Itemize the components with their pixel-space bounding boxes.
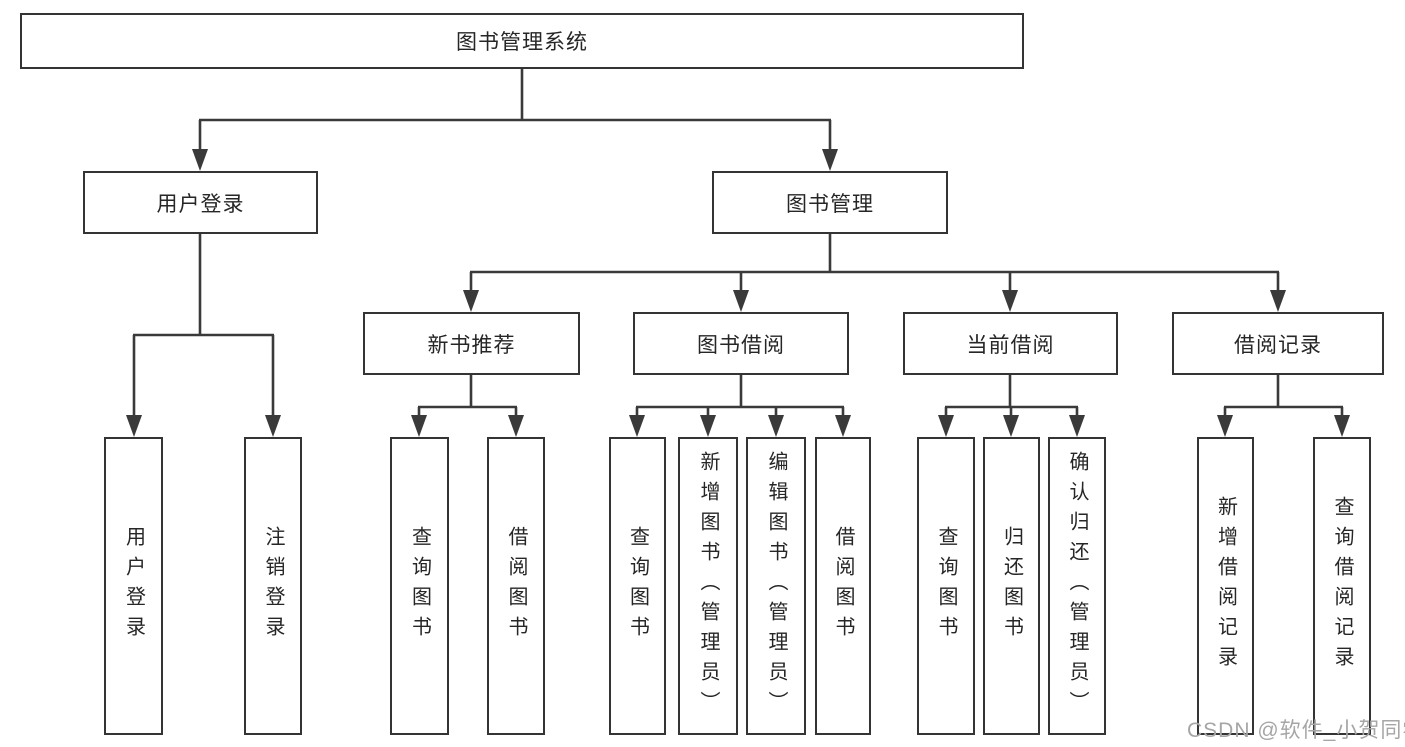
leaf-confirm-return-admin: 确认归还（管理员） <box>1048 437 1106 735</box>
node-current-borrow: 当前借阅 <box>903 312 1118 375</box>
leaf-logout-login: 注销登录 <box>244 437 302 735</box>
leaf-return-books-label: 归还图书 <box>1000 526 1023 646</box>
leaf-edit-books-admin-label: 编辑图书（管理员） <box>765 451 787 721</box>
leaf-query-books-recommend: 查询图书 <box>390 437 449 735</box>
leaf-edit-books-admin: 编辑图书（管理员） <box>746 437 806 735</box>
node-new-book-recommend: 新书推荐 <box>363 312 580 375</box>
node-user-login: 用户登录 <box>83 171 318 234</box>
node-user-login-label: 用户登录 <box>156 192 245 216</box>
csdn-watermark: CSDN @软件_小贺同学 <box>1187 719 1405 742</box>
node-book-borrow-label: 图书借阅 <box>697 333 785 357</box>
node-library-system-label: 图书管理系统 <box>456 31 588 54</box>
node-book-management-label: 图书管理 <box>786 192 874 216</box>
leaf-confirm-return-admin-label: 确认归还（管理员） <box>1066 451 1088 721</box>
leaf-user-login-label: 用户登录 <box>122 526 145 646</box>
leaf-query-borrow-record-label: 查询借阅记录 <box>1331 496 1353 676</box>
node-new-book-recommend-label: 新书推荐 <box>427 333 516 357</box>
leaf-borrow-books-recommend-label: 借阅图书 <box>505 526 527 646</box>
leaf-logout-login-label: 注销登录 <box>262 526 284 646</box>
leaf-add-borrow-record-label: 新增借阅记录 <box>1214 496 1237 676</box>
leaf-query-books-current-label: 查询图书 <box>935 526 957 646</box>
leaf-add-books-admin-label: 新增图书（管理员） <box>697 451 719 721</box>
leaf-query-books-borrow: 查询图书 <box>609 437 666 735</box>
leaf-borrow-books-recommend: 借阅图书 <box>487 437 545 735</box>
node-current-borrow-label: 当前借阅 <box>966 333 1055 357</box>
node-library-system: 图书管理系统 <box>20 13 1024 69</box>
leaf-borrow-books-label: 借阅图书 <box>832 526 854 646</box>
leaf-query-borrow-record: 查询借阅记录 <box>1313 437 1371 735</box>
leaf-borrow-books: 借阅图书 <box>815 437 871 735</box>
leaf-query-books-recommend-label: 查询图书 <box>408 526 431 646</box>
leaf-add-borrow-record: 新增借阅记录 <box>1197 437 1254 735</box>
leaf-user-login: 用户登录 <box>104 437 163 735</box>
node-book-management: 图书管理 <box>712 171 948 234</box>
node-borrow-records: 借阅记录 <box>1172 312 1384 375</box>
node-borrow-records-label: 借阅记录 <box>1234 333 1322 357</box>
leaf-query-books-current: 查询图书 <box>917 437 975 735</box>
node-book-borrow: 图书借阅 <box>633 312 849 375</box>
leaf-return-books: 归还图书 <box>983 437 1040 735</box>
leaf-add-books-admin: 新增图书（管理员） <box>678 437 738 735</box>
leaf-query-books-borrow-label: 查询图书 <box>626 526 649 646</box>
